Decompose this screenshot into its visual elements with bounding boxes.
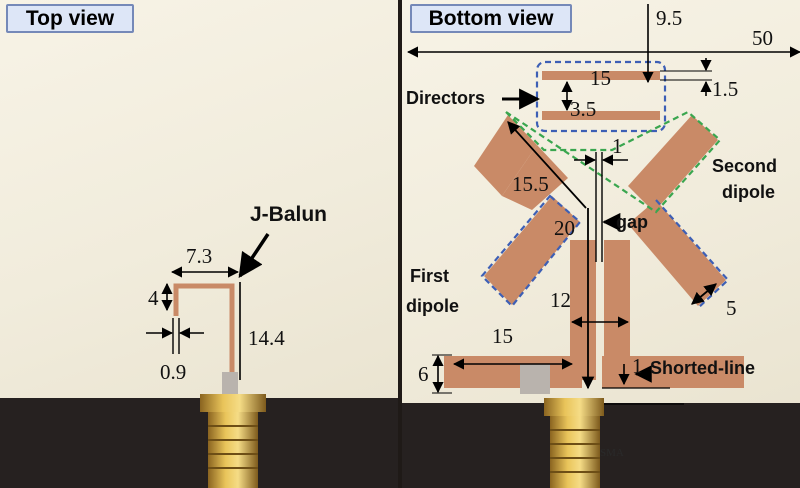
second-dipole-outline — [505, 110, 722, 214]
arm-length-label: 15.5 — [512, 172, 549, 196]
bottom-view-drawing — [406, 4, 800, 488]
arm-width-arrow — [691, 283, 717, 305]
bottom-view-board — [402, 0, 800, 403]
line-height-label: 6 — [418, 362, 429, 386]
solder-pad — [222, 372, 238, 394]
top-view-title: Top view — [6, 4, 134, 33]
bottom-view-title: Bottom view — [410, 4, 572, 33]
strip-label: 0.9 — [160, 360, 187, 384]
arm-length-arrow — [507, 121, 587, 209]
gap-label: gap — [616, 212, 649, 232]
director-gap-label: 3.5 — [570, 97, 597, 121]
dipole-arms — [474, 115, 726, 306]
directors-label: Directors — [406, 88, 486, 108]
line-length-label: 15 — [492, 324, 513, 348]
top-view-board — [0, 0, 398, 398]
bottom-view-panel: Bottom view 50 9.5 15 1.5 3.5 Directors … — [402, 0, 800, 488]
first-dipole-label-1: First — [410, 266, 450, 286]
board-width-label: 50 — [752, 26, 773, 50]
arm-label: 4 — [148, 286, 159, 310]
sma-connector-icon — [200, 394, 266, 488]
director-strip-2 — [542, 111, 660, 120]
sma-connector-icon — [544, 398, 604, 488]
first-dipole-label-2: dipole — [406, 296, 459, 316]
second-dipole-label-1: Second — [712, 156, 778, 176]
second-dipole-label-2: dipole — [722, 182, 775, 202]
width-label: 7.3 — [186, 244, 213, 268]
director-length-label: 15 — [590, 66, 611, 90]
jbalun-label: J-Balun — [250, 203, 328, 226]
separation-label: 12 — [550, 288, 571, 312]
first-dipole-outline — [480, 194, 582, 308]
shorted-line-bar — [444, 356, 582, 388]
feed-gap-label: 1 — [612, 134, 623, 158]
shorted-line-label: Shorted-line — [650, 358, 756, 378]
shorted-width-label: 1 — [632, 354, 643, 378]
length-label: 14.4 — [248, 326, 285, 350]
top-view-panel: Top view J-Balun 7.3 4 0.9 14.4 — [0, 0, 398, 488]
arm-width-label: 5 — [726, 296, 737, 320]
jbalun-pointer-arrow — [238, 233, 270, 279]
spacing-label: 9.5 — [656, 6, 683, 30]
angle-label: 20 — [554, 216, 575, 240]
sma-label: SMA — [600, 447, 624, 459]
director-strip-1 — [542, 71, 660, 80]
top-view-drawing — [146, 233, 270, 488]
j-balun-trace — [173, 283, 235, 378]
bottom-solder — [520, 364, 550, 394]
director-width-label: 1.5 — [712, 77, 739, 101]
